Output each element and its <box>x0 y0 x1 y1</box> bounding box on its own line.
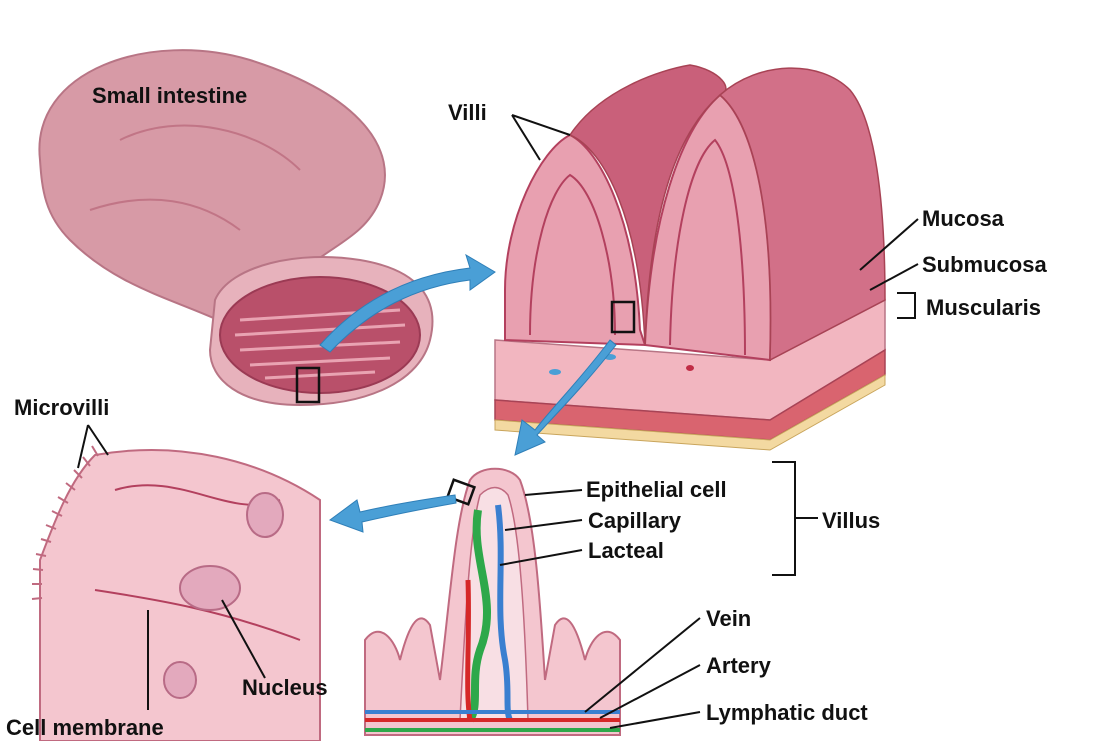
label-small-intestine: Small intestine <box>92 83 247 108</box>
label-lacteal: Lacteal <box>588 538 664 563</box>
label-villus: Villus <box>822 508 880 533</box>
label-mucosa: Mucosa <box>922 206 1005 231</box>
label-villi: Villi <box>448 100 487 125</box>
cell-nucleus <box>180 566 240 610</box>
arrow-villus-to-cell <box>330 495 456 532</box>
lymph-leader <box>610 712 700 728</box>
villus-bracket <box>772 462 818 575</box>
villi-block-illustration <box>495 65 885 450</box>
cell-nucleus-3 <box>164 662 196 698</box>
label-nucleus: Nucleus <box>242 675 328 700</box>
label-muscularis: Muscularis <box>926 295 1041 320</box>
cell-nucleus-2 <box>247 493 283 537</box>
label-submucosa: Submucosa <box>922 252 1047 277</box>
epithelial-leader <box>525 490 582 495</box>
label-capillary: Capillary <box>588 508 682 533</box>
label-vein: Vein <box>706 606 751 631</box>
label-lymphatic-duct: Lymphatic duct <box>706 700 868 725</box>
label-epithelial-cell: Epithelial cell <box>586 477 727 502</box>
villus-artery-vessel <box>468 580 470 720</box>
label-cell-membrane: Cell membrane <box>6 715 164 740</box>
label-microvilli: Microvilli <box>14 395 109 420</box>
label-artery: Artery <box>706 653 772 678</box>
muscularis-bracket <box>897 293 915 318</box>
